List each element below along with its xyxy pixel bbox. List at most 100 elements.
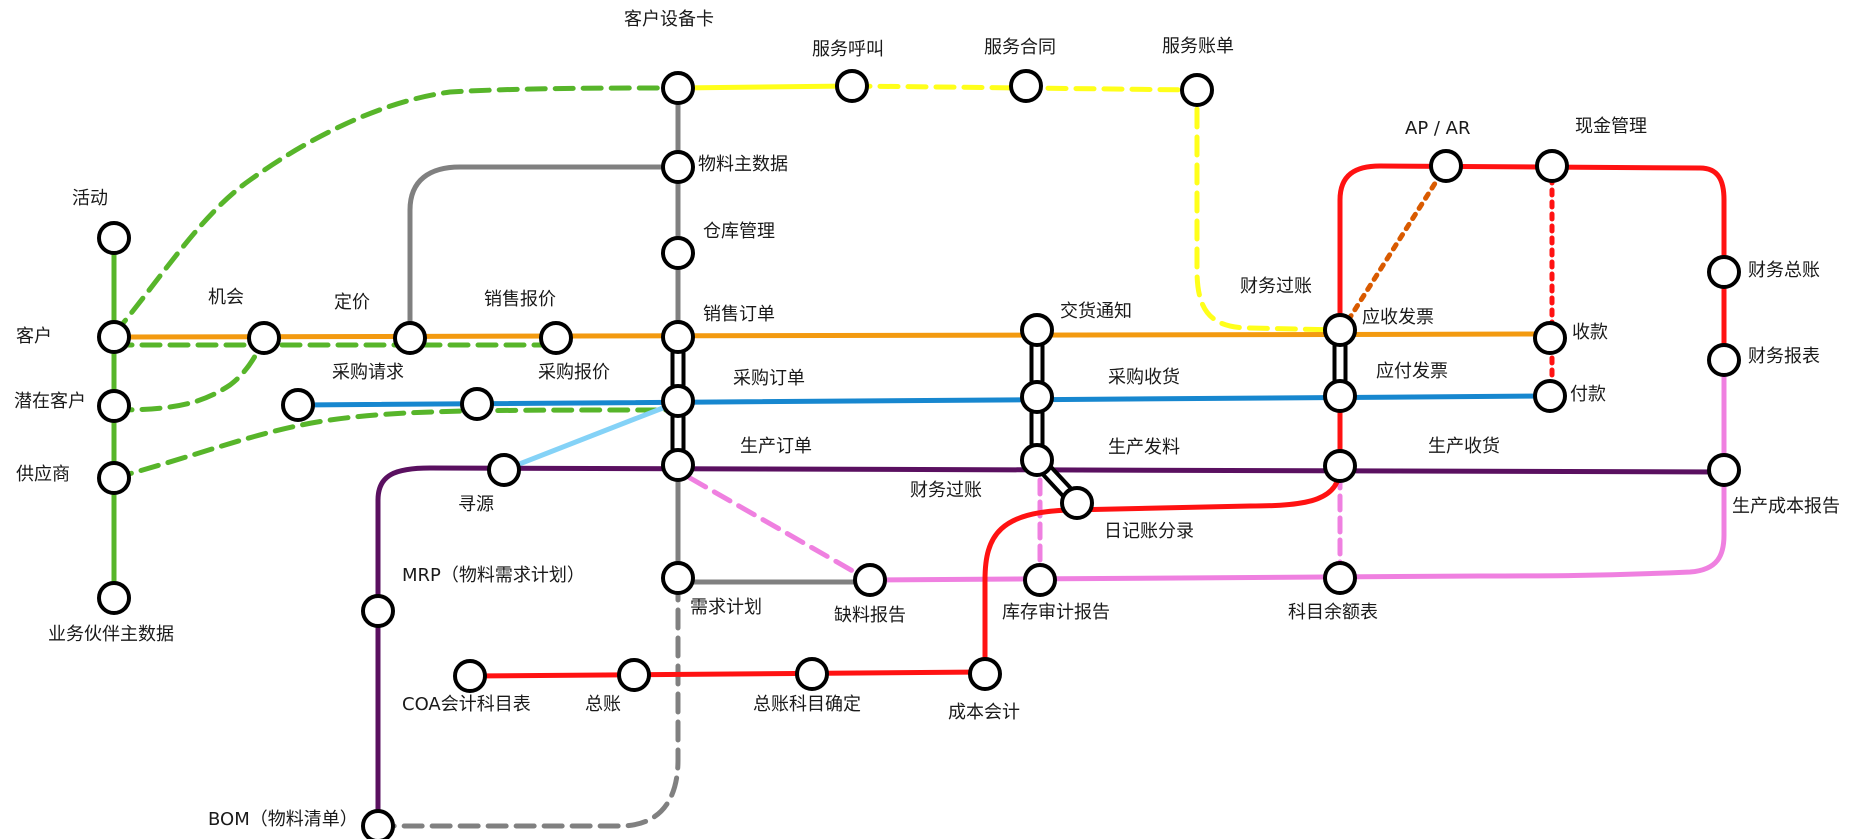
label-zongzhang: 总账 (585, 694, 621, 715)
station-shengchan-faliao[interactable] (1020, 443, 1054, 477)
route-purple-main (375, 465, 1727, 829)
station-shengchan-shouhuo-node[interactable] (1323, 449, 1357, 483)
label-wuliao-zhushuju: 物料主数据 (698, 154, 788, 175)
label-jiaohuo-tongzhi: 交货通知 (1060, 301, 1132, 322)
station-dingjia[interactable] (393, 321, 427, 355)
station-shengchan-chengben[interactable] (1707, 453, 1741, 487)
label-huodong: 活动 (72, 188, 108, 209)
station-fukuan[interactable] (1533, 379, 1567, 413)
label-shengchan-shouhuo: 生产收货 (1428, 436, 1500, 457)
route-green-dashed-qianzai-jihui (111, 337, 267, 413)
station-kemu-yue[interactable] (1323, 561, 1357, 595)
station-kehu-shebeika[interactable] (661, 71, 695, 105)
label-dingjia: 定价 (334, 292, 370, 313)
station-riji-fenlu[interactable] (1060, 486, 1094, 520)
route-light-blue (501, 403, 671, 473)
label-ap-ar: AP / AR (1405, 118, 1471, 139)
label-jihui: 机会 (208, 287, 244, 308)
station-coa[interactable] (453, 659, 487, 693)
label-caiwu-zongzhang: 财务总账 (1748, 260, 1820, 281)
station-fuwu-zhangdan[interactable] (1180, 73, 1214, 107)
station-xiaoshou-baojia[interactable] (539, 321, 573, 355)
label-xunyuan: 寻源 (458, 494, 494, 515)
station-bom[interactable] (361, 809, 395, 839)
labels-layer: 活动 客户 潜在客户 供应商 业务伙伴主数据 机会 定价 销售报价 采购请求 采… (14, 9, 1840, 830)
station-chengben-kuaiji[interactable] (968, 657, 1002, 691)
route-orange-main (111, 331, 1553, 340)
label-zongzhang-queding: 总账科目确定 (753, 694, 861, 715)
route-yellow-dashed (849, 83, 1343, 333)
station-queliao-baogao[interactable] (853, 563, 887, 597)
label-xiaoshou-baojia: 销售报价 (484, 289, 556, 310)
station-xiaoshou-dingdan[interactable] (661, 320, 695, 354)
station-xuqiu-jihua[interactable] (661, 561, 695, 595)
station-caiwu-baobiao[interactable] (1707, 343, 1741, 377)
label-kemu-yue: 科目余额表 (1288, 602, 1378, 623)
label-mrp: MRP（物料需求计划） (402, 565, 585, 586)
station-xianjin-guanli[interactable] (1535, 149, 1569, 183)
station-xunyuan[interactable] (487, 453, 521, 487)
route-green-dashed-kehu-shebeika (111, 85, 681, 337)
label-yingfu-fapiao: 应付发票 (1376, 361, 1448, 382)
route-pink-main (867, 357, 1727, 583)
label-fuwu-hetong: 服务合同 (984, 37, 1056, 58)
label-yingshou-fapiao: 应收发票 (1362, 307, 1434, 328)
station-caigou-baojia[interactable] (460, 387, 494, 421)
station-caigou-shouhuo[interactable] (1020, 380, 1054, 414)
label-queliao-baogao: 缺料报告 (834, 605, 906, 626)
route-yellow-solid (675, 83, 855, 91)
label-chengben-kuaiji: 成本会计 (948, 702, 1020, 723)
route-brown-dotted (1339, 163, 1449, 333)
label-caigou-shouhuo: 采购收货 (1108, 367, 1180, 388)
station-kucun-shenji[interactable] (1023, 563, 1057, 597)
station-yingfu-fapiao[interactable] (1323, 379, 1357, 413)
station-fuwu-hetong[interactable] (1009, 69, 1043, 103)
station-jihui[interactable] (247, 321, 281, 355)
station-gongyingshang[interactable] (97, 461, 131, 495)
label-coa: COA会计科目表 (402, 694, 531, 715)
station-ap-ar[interactable] (1429, 149, 1463, 183)
label-kehu-shebeika: 客户设备卡 (624, 9, 714, 30)
label-bom: BOM（物料清单） (208, 809, 358, 830)
station-huodong[interactable] (97, 221, 131, 255)
station-zongzhang[interactable] (617, 658, 651, 692)
label-caiwu-baobiao: 财务报表 (1748, 346, 1820, 367)
station-yingshou-fapiao[interactable] (1323, 313, 1357, 347)
stations-layer (97, 69, 1741, 839)
label-xuqiu-jihua: 需求计划 (690, 597, 762, 618)
label-shoukuan: 收款 (1572, 322, 1608, 343)
station-mrp[interactable] (361, 594, 395, 628)
station-fuwu-hujiao[interactable] (835, 69, 869, 103)
station-caigou-dingdan[interactable] (661, 384, 695, 418)
station-jiaohuo-tongzhi[interactable] (1020, 313, 1054, 347)
label-kucun-shenji: 库存审计报告 (1002, 602, 1110, 623)
label-qianzai-kehu: 潜在客户 (14, 391, 86, 412)
station-caiwu-zongzhang[interactable] (1707, 255, 1741, 289)
station-caigou-qingqiu[interactable] (281, 388, 315, 422)
label-caiwu-guozhang-1: 财务过账 (910, 480, 982, 501)
label-caigou-baojia: 采购报价 (538, 362, 610, 383)
label-xianjin-guanli: 现金管理 (1575, 116, 1647, 137)
label-xiaoshou-dingdan: 销售订单 (703, 304, 775, 325)
label-caigou-qingqiu: 采购请求 (332, 362, 404, 383)
station-shoukuan[interactable] (1533, 321, 1567, 355)
label-cangku-guanli: 仓库管理 (703, 221, 775, 242)
station-yewu-huoban[interactable] (97, 581, 131, 615)
station-wuliao-zhushuju[interactable] (661, 150, 695, 184)
station-qianzai-kehu[interactable] (97, 389, 131, 423)
label-fuwu-zhangdan: 服务账单 (1162, 36, 1234, 57)
station-zongzhang-queding[interactable] (795, 657, 829, 691)
label-riji-fenlu: 日记账分录 (1104, 521, 1194, 542)
label-gongyingshang: 供应商 (16, 464, 70, 485)
label-fukuan: 付款 (1570, 384, 1606, 405)
station-shengchan-dingdan[interactable] (661, 448, 695, 482)
label-fuwu-hujiao: 服务呼叫 (812, 39, 884, 60)
station-kehu[interactable] (97, 320, 131, 354)
station-cangku-guanli[interactable] (661, 236, 695, 270)
label-shengchan-dingdan: 生产订单 (740, 436, 812, 457)
label-shengchan-chengben: 生产成本报告 (1732, 496, 1840, 517)
route-gray-dashed-bom (375, 579, 681, 829)
route-green-dashed-gongying-caigou (111, 407, 681, 481)
route-pink-dashed-shengchan-queliao (687, 475, 868, 581)
